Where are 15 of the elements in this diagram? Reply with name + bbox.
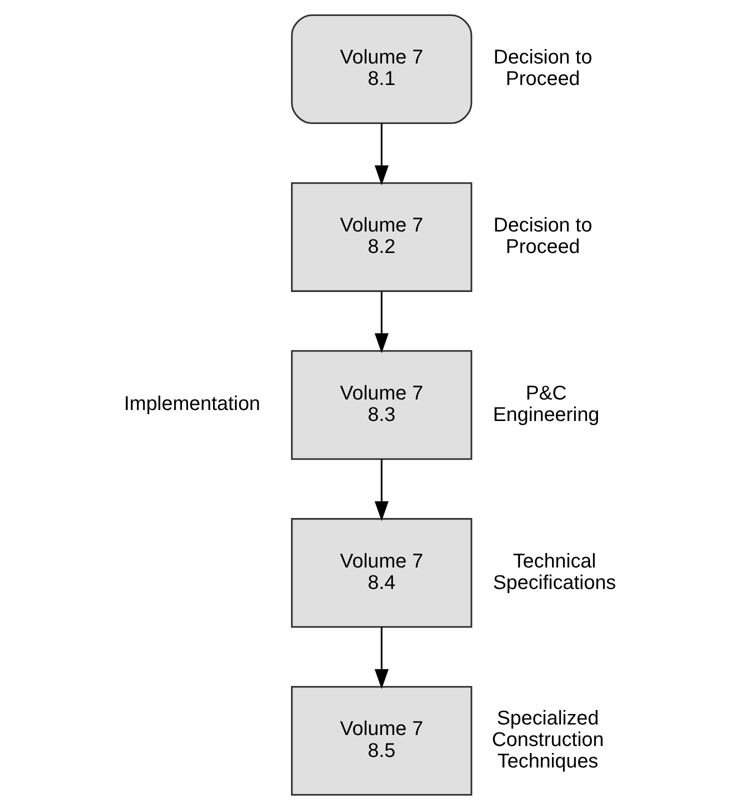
node-box: Volume 7 8.2 xyxy=(291,182,472,292)
arrow xyxy=(374,627,389,690)
node-box: Volume 7 8.3 xyxy=(291,350,472,460)
node-box: Volume 7 8.5 xyxy=(291,686,472,796)
arrow xyxy=(374,291,389,354)
node-label: Specialized Construction Techniques xyxy=(492,707,604,773)
node-label: Decision to Proceed xyxy=(494,46,592,90)
node-label: Decision to Proceed xyxy=(494,214,592,258)
node-box: Volume 7 8.1 xyxy=(291,14,472,124)
label: Implementation xyxy=(124,393,260,416)
arrow xyxy=(374,123,389,186)
arrow xyxy=(374,459,389,522)
node-box: Volume 7 8.4 xyxy=(291,518,472,628)
node-label: P&C Engineering xyxy=(492,382,600,426)
node-label: Technical Specifications xyxy=(493,550,616,594)
